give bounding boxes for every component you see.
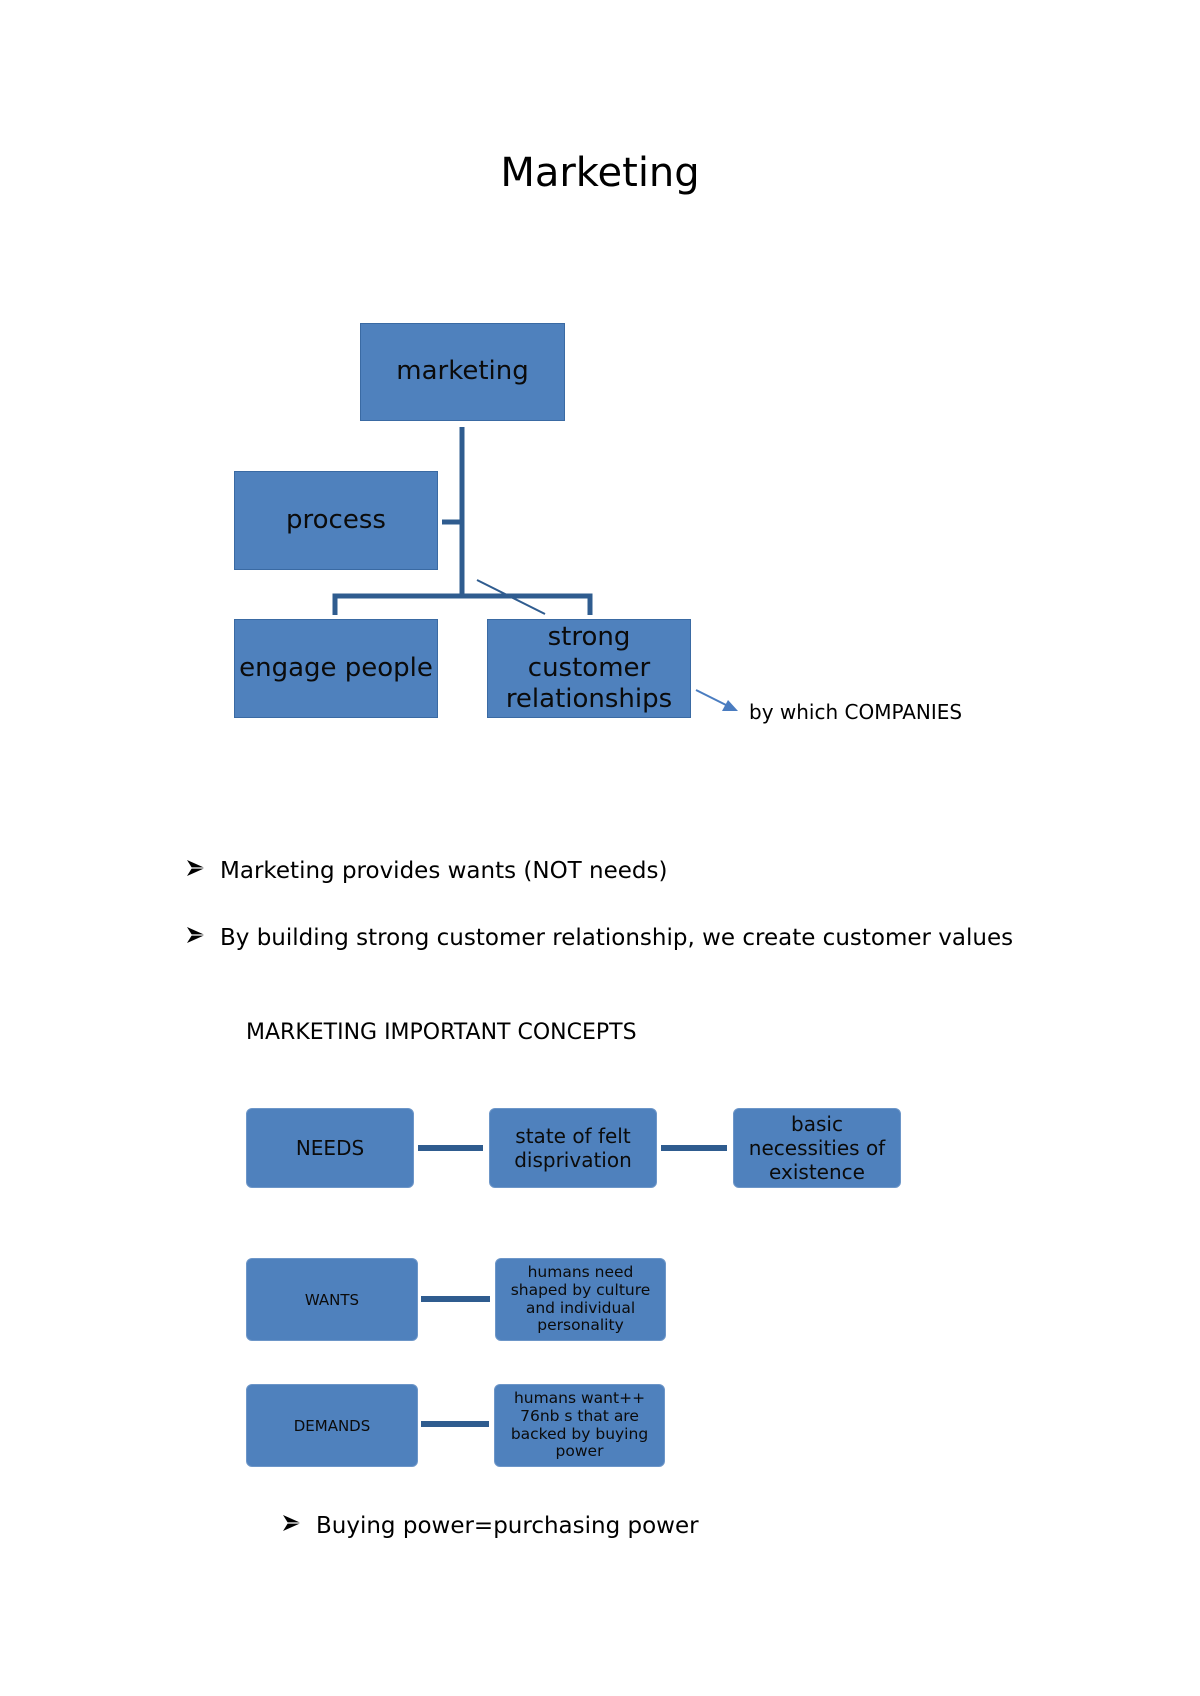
arrow-bullet-icon: [186, 925, 208, 951]
page-title: Marketing: [500, 150, 700, 196]
concept-box-wants-definition: humans need shaped by culture and indivi…: [495, 1258, 666, 1341]
concept-box-demands-definition: humans want++ 76nb s that are backed by …: [494, 1384, 665, 1467]
org-box-strong-customer-relationships: strong customer relationships: [487, 619, 691, 718]
bullet-text: Buying power=purchasing power: [316, 1513, 699, 1539]
concept-box-needs-definition-1: state of felt disprivation: [489, 1108, 657, 1188]
org-box-engage-people: engage people: [234, 619, 438, 718]
bullet-text: Marketing provides wants (NOT needs): [220, 858, 668, 884]
org-box-process: process: [234, 471, 438, 570]
bullet-item: By building strong customer relationship…: [186, 925, 1013, 951]
org-box-marketing: marketing: [360, 323, 565, 421]
arrow-bullet-icon: [282, 1513, 304, 1539]
concept-box-wants: WANTS: [246, 1258, 418, 1341]
concept-box-needs-definition-2: basic necessities of existence: [733, 1108, 901, 1188]
bullet-item: Buying power=purchasing power: [282, 1513, 699, 1539]
bullet-item: Marketing provides wants (NOT needs): [186, 858, 667, 884]
concept-box-needs: NEEDS: [246, 1108, 414, 1188]
concept-box-demands: DEMANDS: [246, 1384, 418, 1467]
bullet-text: By building strong customer relationship…: [220, 925, 1014, 951]
org-note: by which COMPANIES: [749, 700, 963, 724]
diagonal-stroke: [476, 579, 546, 615]
concept-lines: [418, 1145, 727, 1427]
section-heading: MARKETING IMPORTANT CONCEPTS: [246, 1020, 637, 1045]
org-chart-lines: [332, 427, 593, 615]
note-arrow-icon: [695, 689, 738, 711]
arrow-bullet-icon: [186, 858, 208, 884]
